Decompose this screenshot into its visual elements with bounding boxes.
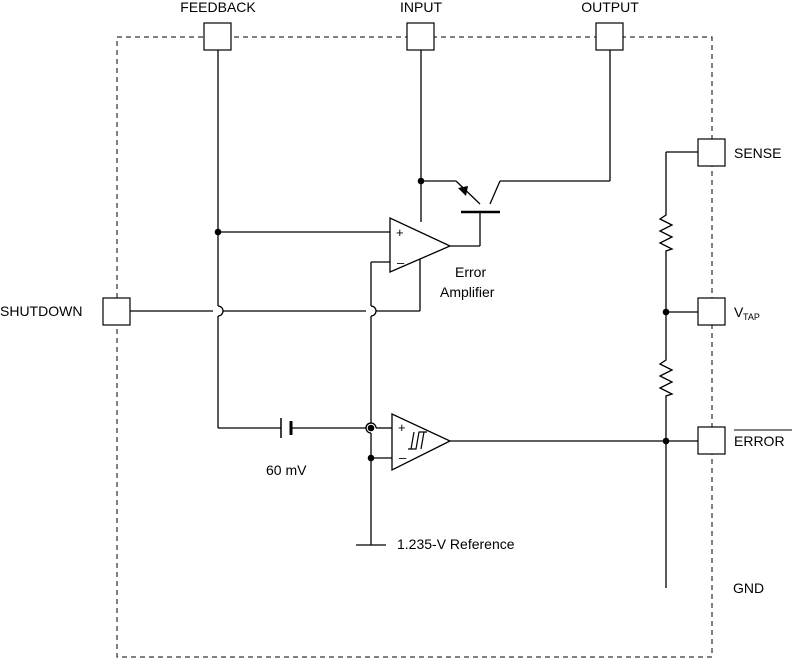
- battery-label: 60 mV: [266, 462, 307, 478]
- reference-label: 1.235-V Reference: [397, 536, 515, 552]
- error-amplifier: + –: [389, 216, 452, 273]
- battery-60mv-icon: [280, 418, 293, 438]
- input-label: INPUT: [400, 0, 442, 15]
- comp-minus-sign: –: [399, 450, 407, 465]
- pin-shutdown: [102, 297, 131, 326]
- pins: [102, 22, 726, 455]
- pin-output: [595, 22, 624, 51]
- feedback-label: FEEDBACK: [180, 0, 256, 15]
- error-amp-label-line1: Error: [455, 264, 486, 280]
- amp-minus-sign: –: [397, 255, 405, 270]
- pin-sense: [697, 138, 726, 167]
- shutdown-label: SHUTDOWN: [0, 303, 82, 319]
- pin-feedback: [203, 22, 232, 51]
- package-boundary: [116, 36, 713, 658]
- pin-vtap: [697, 297, 726, 326]
- wires: [130, 50, 698, 588]
- hysteresis-icon: [408, 431, 427, 450]
- pin-input: [406, 22, 435, 51]
- gnd-label: GND: [733, 580, 764, 596]
- error-amp-label-line2: Amplifier: [440, 284, 495, 300]
- error-label: ERROR: [734, 433, 785, 449]
- resistor-upper: [658, 210, 674, 255]
- vtap-subscript: TAP: [743, 312, 760, 322]
- junction-dots: [214, 177, 670, 462]
- emitter-arrow-icon: [458, 186, 468, 196]
- amp-plus-sign: +: [396, 225, 404, 240]
- comp-plus-sign: +: [398, 420, 406, 435]
- sense-label: SENSE: [734, 145, 781, 161]
- error-comparator: + –: [391, 412, 452, 472]
- vtap-label: V: [734, 304, 744, 320]
- resistor-lower: [658, 355, 674, 400]
- output-label: OUTPUT: [581, 0, 639, 15]
- pin-error: [697, 426, 726, 455]
